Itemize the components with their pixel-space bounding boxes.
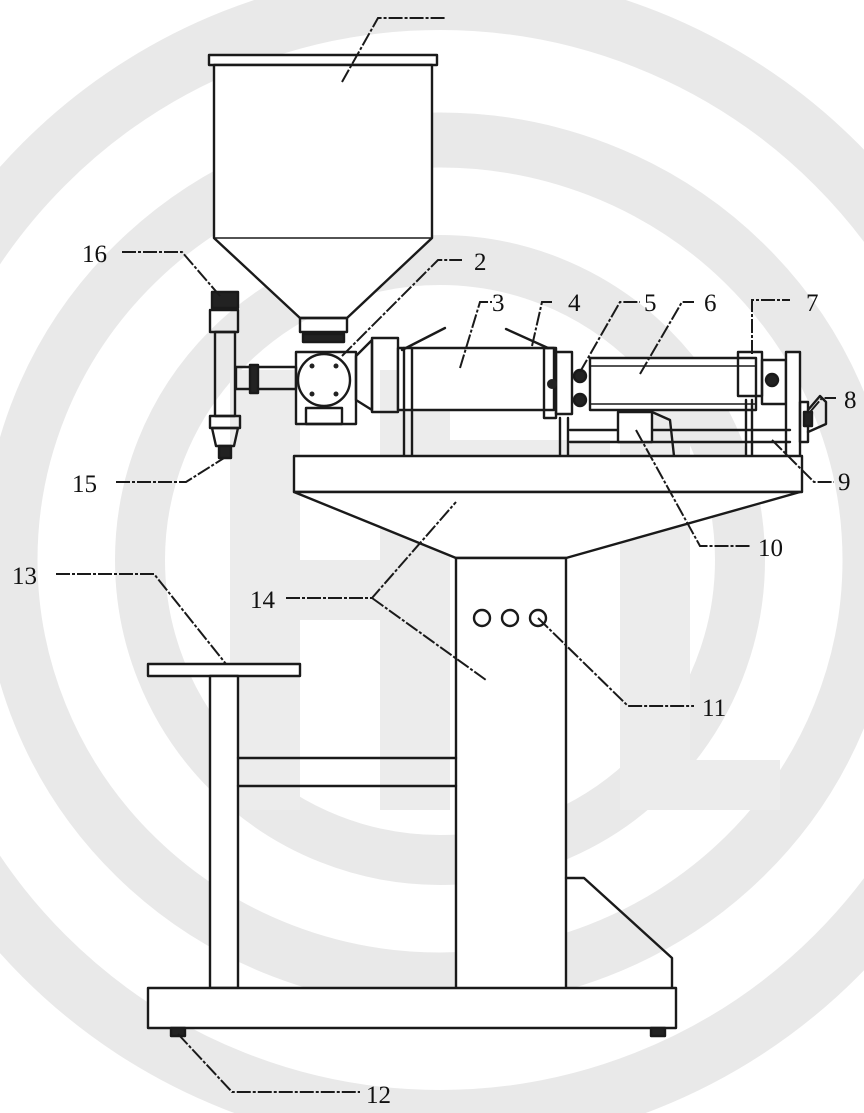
leader-lines [56, 17, 836, 1093]
label-2: 2 [474, 249, 487, 276]
label-4: 4 [568, 290, 581, 317]
hopper [207, 53, 439, 344]
rotary-valve [294, 336, 400, 426]
label-12: 12 [366, 1082, 391, 1109]
base-plate [146, 986, 678, 1038]
side-stand [146, 662, 458, 990]
label-8: 8 [844, 387, 857, 414]
label-9: 9 [838, 469, 851, 496]
label-3: 3 [492, 290, 505, 317]
piston-assembly [542, 346, 828, 482]
label-16: 16 [82, 241, 107, 268]
column-body [454, 556, 674, 992]
label-15: 15 [72, 471, 97, 498]
discharge-head [208, 290, 298, 460]
label-5: 5 [644, 290, 657, 317]
part-labels: 2 3 4 5 6 7 8 9 10 11 12 13 14 15 16 [12, 241, 857, 1109]
label-11: 11 [702, 695, 726, 722]
label-7: 7 [806, 290, 819, 317]
label-10: 10 [758, 535, 783, 562]
cylinder [396, 326, 556, 457]
guide-rails [558, 398, 792, 458]
label-6: 6 [704, 290, 717, 317]
label-13: 13 [12, 563, 37, 590]
label-14: 14 [250, 587, 276, 614]
